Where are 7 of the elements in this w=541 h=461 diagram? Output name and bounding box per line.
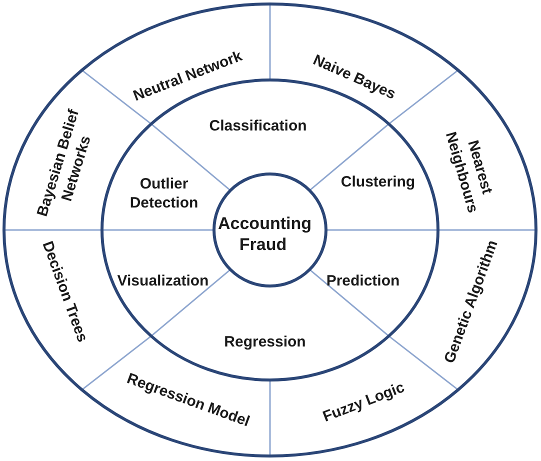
segment-label: Visualization xyxy=(108,272,218,292)
segment-label: Outlier Detection xyxy=(119,175,209,213)
segment-label: Prediction xyxy=(313,272,413,292)
segment-label: Regression xyxy=(210,334,320,352)
segment-label: Classification xyxy=(193,118,323,136)
segment-label: Clustering xyxy=(328,174,428,192)
segment-label: Fuzzy Logic xyxy=(304,372,424,434)
